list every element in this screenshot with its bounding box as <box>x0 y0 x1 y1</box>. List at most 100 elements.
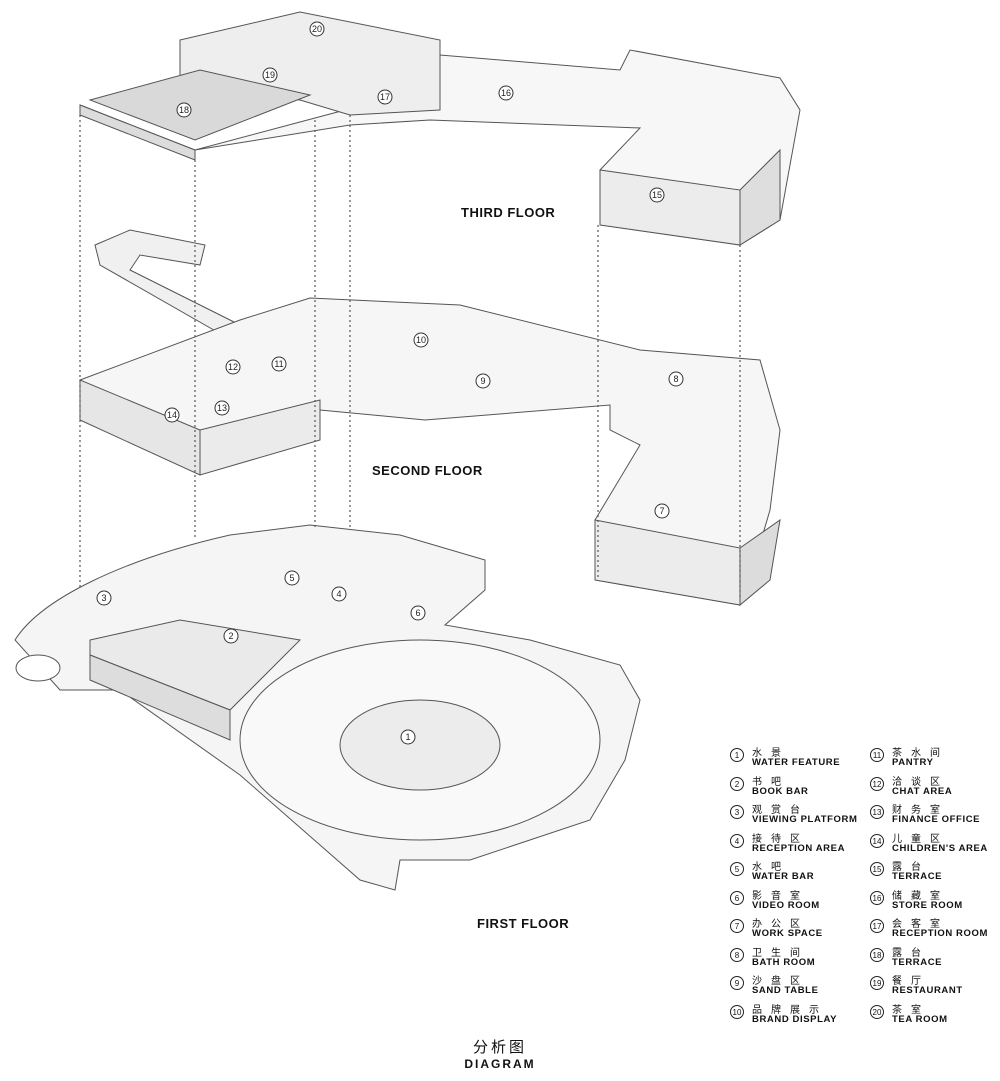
legend-label-chinese: 水吧 <box>752 862 790 873</box>
legend-label-chinese: 接待区 <box>752 833 809 845</box>
legend-label-english: RECEPTION ROOM <box>892 928 989 939</box>
legend-label-english: VIEWING PLATFORM <box>752 814 858 825</box>
legend-number-icon: 20 <box>870 1004 884 1019</box>
legend-label-english: WATER BAR <box>752 871 815 882</box>
legend-label-english: RECEPTION AREA <box>752 842 846 854</box>
legend-number-icon: 3 <box>730 805 744 819</box>
legend-label-english: BOOK BAR <box>752 785 809 797</box>
svg-text:11: 11 <box>274 359 283 369</box>
legend-label-chinese: 茶水间 <box>892 748 949 759</box>
legend-label-chinese: 餐厅 <box>892 976 930 987</box>
room-marker: 18 <box>176 102 192 118</box>
svg-text:17: 17 <box>380 92 390 102</box>
legend-label-chinese: 储藏室 <box>892 890 949 902</box>
legend-number-icon: 14 <box>870 833 884 848</box>
legend-label-chinese: 洽谈区 <box>892 776 949 788</box>
room-marker: 5 <box>284 570 300 586</box>
room-marker: 12 <box>225 359 241 375</box>
vertical-alignment-lines <box>79 115 741 600</box>
legend-number-icon: 12 <box>870 776 884 791</box>
legend-number-icon: 8 <box>730 947 744 962</box>
room-marker: 2 <box>223 628 239 644</box>
legend-label-chinese: 水景 <box>752 748 790 759</box>
svg-text:2: 2 <box>228 631 233 641</box>
legend-label-chinese: 卫生间 <box>752 947 809 959</box>
legend-number-icon: 7 <box>730 919 744 933</box>
room-markers: 1 2 3 4 5 6 7 8 9 10 11 12 13 14 15 16 1… <box>96 21 684 745</box>
room-marker: 17 <box>377 89 393 105</box>
legend-number-icon: 1 <box>730 748 744 762</box>
svg-text:18: 18 <box>179 105 189 115</box>
third-floor-slab <box>79 11 801 246</box>
room-marker: 13 <box>214 400 230 416</box>
svg-text:15: 15 <box>652 190 662 200</box>
legend-label-chinese: 书吧 <box>752 776 790 788</box>
svg-text:5: 5 <box>289 573 294 583</box>
room-marker: 4 <box>331 586 347 602</box>
second-floor-label: SECOND FLOOR <box>372 463 483 478</box>
room-marker: 7 <box>654 503 670 519</box>
legend-label-english: TERRACE <box>892 956 943 968</box>
legend-label-english: PANTRY <box>892 757 934 768</box>
legend-label-chinese: 观赏台 <box>752 805 809 816</box>
legend-number-icon: 19 <box>870 976 884 990</box>
room-marker: 10 <box>413 332 429 348</box>
svg-text:14: 14 <box>167 410 177 420</box>
legend-label-chinese: 品牌展示 <box>752 1004 828 1016</box>
legend-number-icon: 6 <box>730 890 744 905</box>
legend-label-english: BATH ROOM <box>752 956 816 968</box>
svg-text:7: 7 <box>659 506 664 516</box>
legend-number-icon: 4 <box>730 833 744 848</box>
legend-number-icon: 10 <box>730 1004 744 1019</box>
room-marker: 9 <box>475 373 491 389</box>
legend-label-chinese: 办公区 <box>752 919 809 930</box>
third-floor-label: THIRD FLOOR <box>461 205 556 220</box>
room-marker: 8 <box>668 371 684 387</box>
legend-label-english: TERRACE <box>892 871 943 882</box>
legend-label-english: BRAND DISPLAY <box>752 1013 838 1025</box>
legend-number-icon: 17 <box>870 919 884 933</box>
legend-label-chinese: 露台 <box>892 947 930 959</box>
first-floor-label: FIRST FLOOR <box>477 916 570 931</box>
legend-label-english: VIDEO ROOM <box>752 899 820 911</box>
legend-label-english: FINANCE OFFICE <box>892 814 981 825</box>
caption-english: DIAGRAM <box>464 1057 536 1071</box>
legend-number-icon: 9 <box>730 976 744 990</box>
legend-number-icon: 16 <box>870 890 884 905</box>
legend-label-chinese: 儿童区 <box>892 833 949 845</box>
svg-text:8: 8 <box>673 374 678 384</box>
svg-text:16: 16 <box>501 88 511 98</box>
svg-text:6: 6 <box>415 608 420 618</box>
room-marker: 15 <box>649 187 665 203</box>
room-marker: 3 <box>96 590 112 606</box>
svg-text:13: 13 <box>217 403 227 413</box>
svg-text:12: 12 <box>228 362 238 372</box>
legend-number-icon: 13 <box>870 805 884 819</box>
legend-label-english: SAND TABLE <box>752 985 819 996</box>
legend-label-english: TEA ROOM <box>892 1013 948 1025</box>
legend-label-chinese: 财务室 <box>892 805 949 816</box>
legend-label-english: WORK SPACE <box>752 928 823 939</box>
room-marker: 11 <box>271 356 287 372</box>
legend-label-english: RESTAURANT <box>892 985 963 996</box>
